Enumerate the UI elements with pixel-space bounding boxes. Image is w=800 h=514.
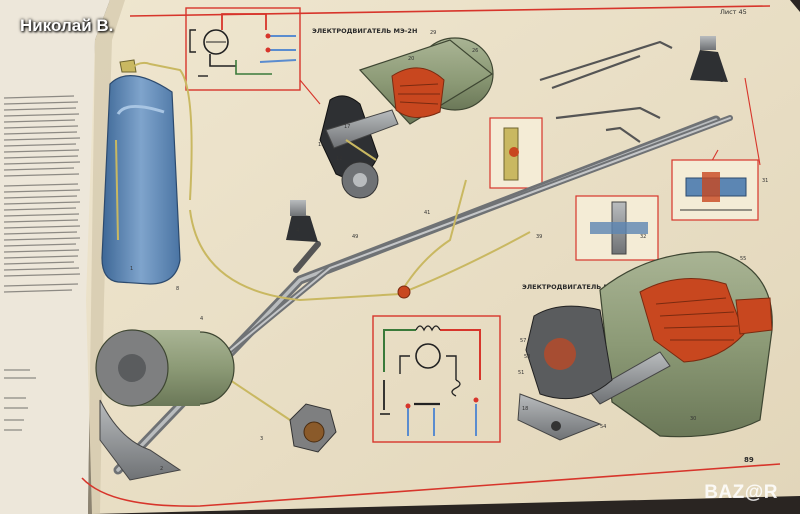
svg-text:30: 30 — [690, 416, 696, 422]
svg-text:17: 17 — [344, 124, 350, 130]
svg-text:57: 57 — [520, 338, 526, 344]
svg-text:4: 4 — [296, 228, 299, 234]
svg-text:51: 51 — [518, 370, 524, 376]
svg-text:58: 58 — [524, 354, 530, 360]
pivot-top-right — [690, 36, 728, 82]
tank-callout-number: 1 — [130, 266, 133, 272]
wiper-arm-parts — [539, 40, 673, 143]
svg-text:14: 14 — [720, 78, 726, 84]
svg-text:3: 3 — [260, 436, 263, 442]
svg-text:54: 54 — [600, 424, 606, 430]
svg-text:49: 49 — [352, 234, 358, 240]
wiper-motor-top — [319, 37, 494, 199]
washer-fluid-tank: 1 — [101, 59, 193, 285]
page-number: 89 — [744, 456, 754, 464]
detail-box-c — [671, 159, 759, 221]
pump-bottom — [289, 403, 337, 453]
seller-name-overlay: Николай В. — [20, 16, 114, 35]
svg-text:55: 55 — [740, 256, 746, 262]
svg-text:32: 32 — [640, 234, 646, 240]
left-page — [0, 0, 110, 514]
wiper-motor-bottom-right — [517, 251, 773, 441]
svg-text:16: 16 — [318, 142, 324, 148]
svg-text:29: 29 — [430, 30, 436, 36]
svg-text:2: 2 — [160, 466, 163, 472]
detail-box-b — [575, 195, 659, 261]
watermark-logo: BAZ@R — [704, 482, 778, 503]
svg-text:12: 12 — [336, 156, 342, 162]
motor-top-caption: ЭЛЕКТРОДВИГАТЕЛЬ МЭ-2Н — [312, 27, 417, 35]
svg-text:4: 4 — [200, 316, 203, 322]
svg-text:18: 18 — [522, 406, 528, 412]
circuit-diagram-bottom — [372, 315, 501, 443]
svg-text:20: 20 — [408, 56, 414, 62]
svg-text:8: 8 — [176, 286, 179, 292]
hose-tee — [397, 285, 411, 299]
wiper-motor-bottom-left — [95, 329, 235, 481]
svg-text:26: 26 — [472, 48, 478, 54]
svg-text:39: 39 — [536, 234, 542, 240]
washer-hoses — [189, 179, 531, 421]
circuit-diagram-top — [185, 7, 301, 91]
svg-text:41: 41 — [424, 210, 430, 216]
left-page-text-lines — [3, 95, 81, 431]
motor-bottom-caption: ЭЛЕКТРОДВИГАТЕЛЬ МЭ-201А — [522, 283, 636, 291]
svg-text:31: 31 — [762, 178, 768, 184]
pivot-center — [286, 200, 318, 242]
sheet-label: Лист 45 — [720, 8, 747, 16]
detail-box-a — [489, 117, 543, 189]
